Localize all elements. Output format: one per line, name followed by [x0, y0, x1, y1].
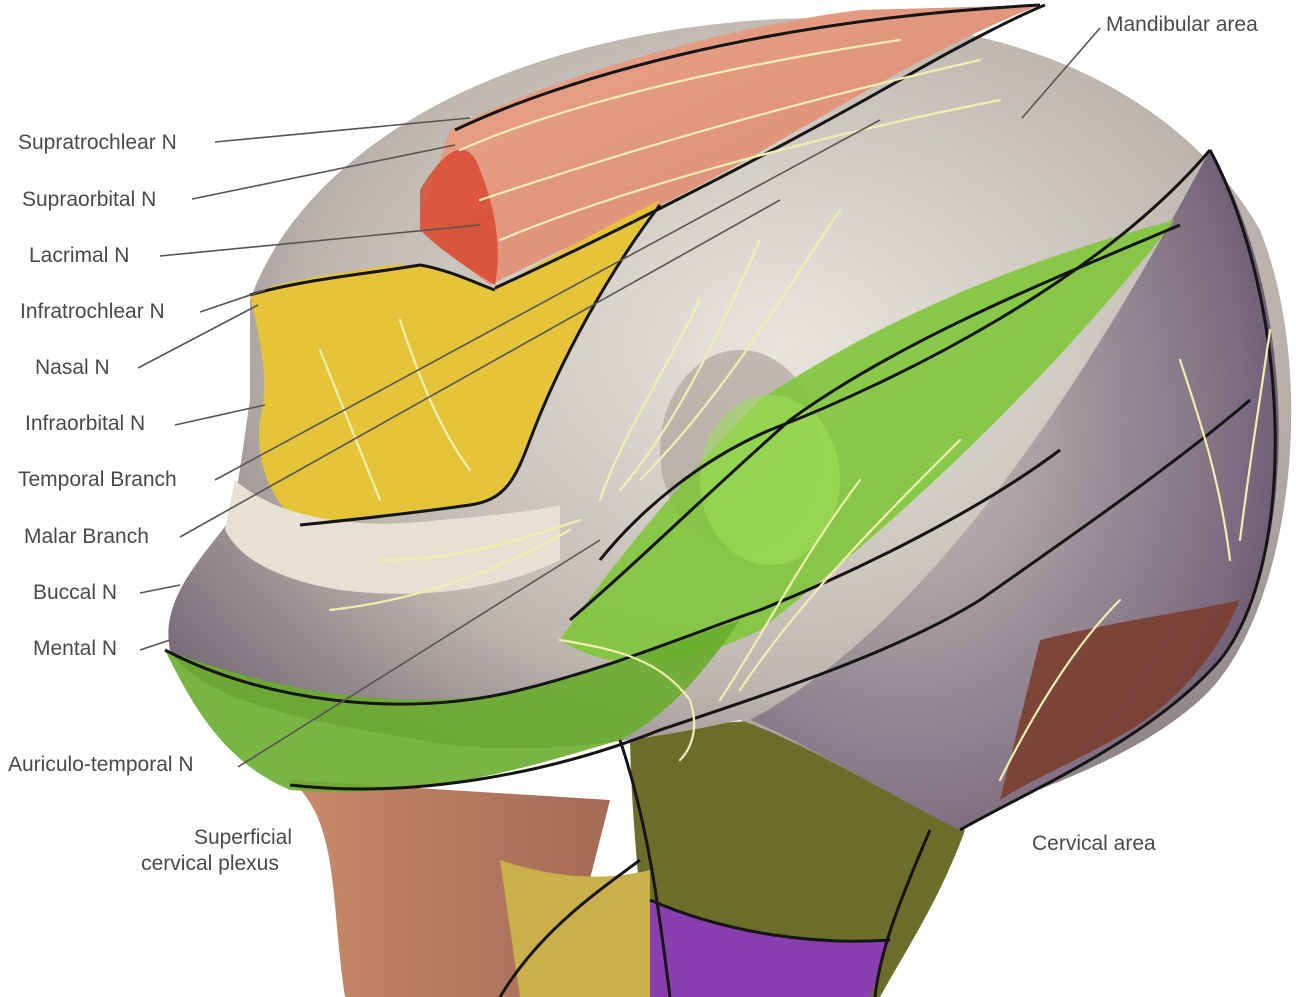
label-supratrochlear-n: Supratrochlear N [18, 132, 177, 153]
label-cervical-area: Cervical area [1032, 833, 1156, 854]
label-mental-n: Mental N [33, 638, 117, 659]
label-superficial-cervical-plexus-line2: cervical plexus [120, 851, 300, 877]
label-mandibular-area: Mandibular area [1106, 14, 1258, 35]
label-infratrochlear-n: Infratrochlear N [20, 301, 165, 322]
label-nasal-n: Nasal N [35, 357, 110, 378]
label-auriculo-temporal-n: Auriculo-temporal N [8, 754, 194, 775]
label-buccal-n: Buccal N [33, 582, 117, 603]
label-lacrimal-n: Lacrimal N [29, 245, 129, 266]
label-supraorbital-n: Supraorbital N [22, 189, 156, 210]
neck-yellow-band [500, 860, 650, 997]
label-superficial-cervical-plexus-line1: Superficial [120, 825, 300, 851]
label-temporal-branch: Temporal Branch [18, 469, 177, 490]
label-infraorbital-n: Infraorbital N [25, 413, 145, 434]
label-malar-branch: Malar Branch [24, 526, 149, 547]
label-superficial-cervical-plexus: Superficial cervical plexus [120, 825, 300, 878]
